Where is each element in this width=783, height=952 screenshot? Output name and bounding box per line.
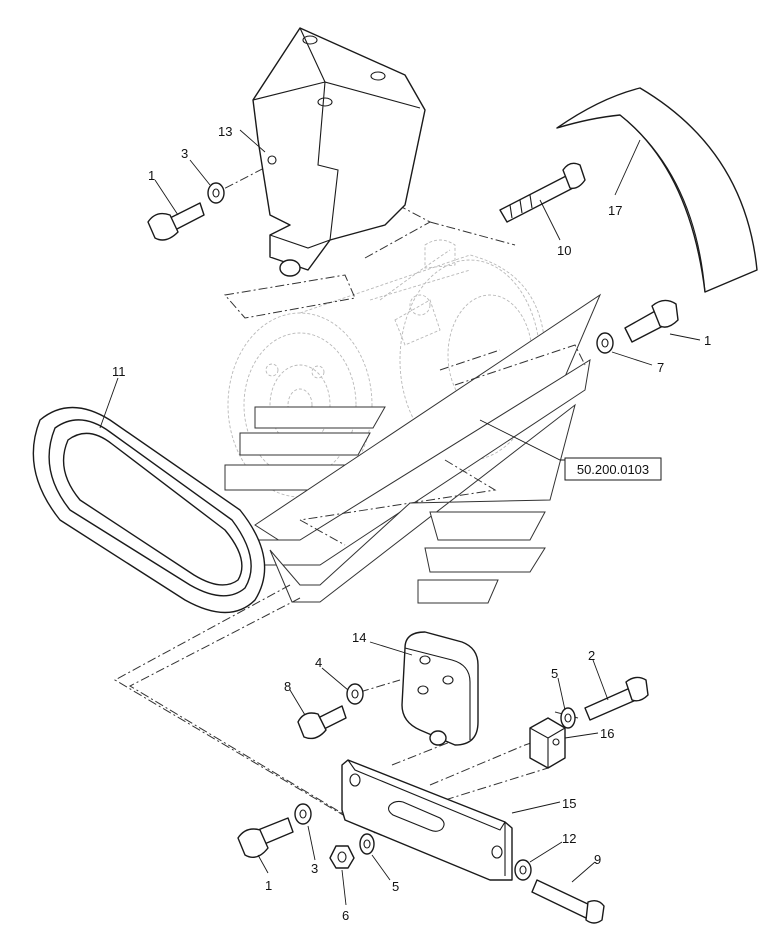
callout-6: 6 [342, 908, 349, 923]
reference-box[interactable]: 50.200.0103 [564, 457, 662, 481]
bolt-2 [584, 676, 649, 721]
callout-15: 15 [562, 796, 576, 811]
callout-7: 7 [657, 360, 664, 375]
belt-guard-17 [556, 87, 758, 293]
nut-6 [329, 845, 355, 869]
callout-5: 5 [392, 879, 399, 894]
slotted-bracket-15 [341, 759, 513, 881]
block-16 [529, 717, 566, 769]
callout-2: 2 [588, 648, 595, 663]
callout-1: 1 [704, 333, 711, 348]
washers [207, 182, 614, 881]
callout-3: 3 [181, 146, 188, 161]
callout-13: 13 [218, 124, 232, 139]
reference-label: 50.200.0103 [577, 462, 649, 477]
brand-logo-watermark [224, 293, 602, 604]
bolt-1-right [624, 299, 679, 343]
callout-10: 10 [557, 243, 571, 258]
callout-8: 8 [284, 679, 291, 694]
callouts: 1 3 13 10 17 1 7 11 14 4 8 5 2 16 15 12 … [112, 124, 711, 923]
leader-lines [99, 129, 701, 906]
bolt-8 [297, 705, 347, 740]
mounting-bracket-13 [252, 27, 426, 277]
bolt-9 [531, 879, 605, 924]
callout-16: 16 [600, 726, 614, 741]
spacer-block-14 [401, 631, 479, 746]
callout-1: 1 [265, 878, 272, 893]
callout-12: 12 [562, 831, 576, 846]
long-bolt-10 [499, 162, 586, 223]
callout-3: 3 [311, 861, 318, 876]
callout-14: 14 [352, 630, 366, 645]
bolt-1-top [147, 202, 205, 241]
callout-17: 17 [608, 203, 622, 218]
callout-4: 4 [315, 655, 322, 670]
callout-5: 5 [551, 666, 558, 681]
callout-1: 1 [148, 168, 155, 183]
callout-11: 11 [112, 364, 126, 379]
bolt-1-bottom [237, 817, 294, 858]
callout-9: 9 [594, 852, 601, 867]
drive-belt-11 [32, 406, 266, 614]
